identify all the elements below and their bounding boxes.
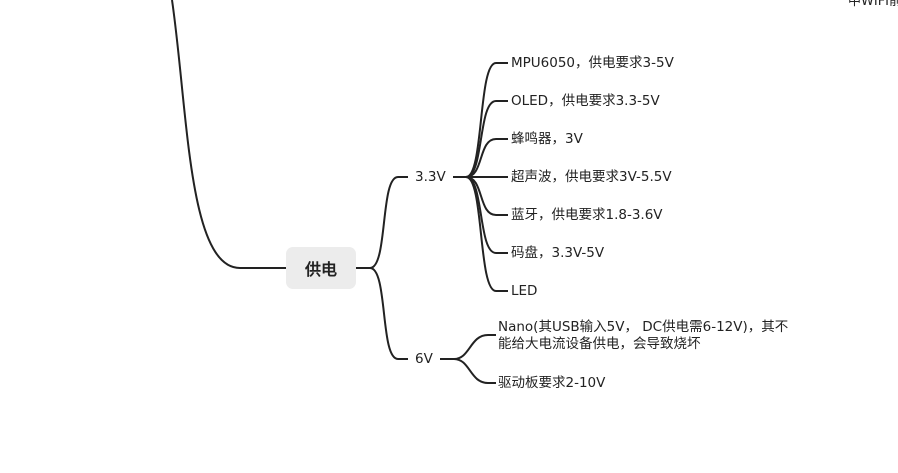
connector-parent-to-root — [171, 0, 286, 269]
leaf-node[interactable]: Nano(其USB输入5V， DC供电需6-12V)，其不能给大电流设备供电，会… — [498, 319, 789, 352]
leaf-node[interactable]: 驱动板要求2-10V — [498, 375, 606, 391]
connector-3v3-child-3 — [465, 138, 508, 178]
connector-3v3-child-2 — [465, 100, 508, 178]
clipped-node-text: 中WIFI前 — [848, 0, 898, 9]
leaf-node[interactable]: LED — [511, 283, 538, 299]
leaf-node[interactable]: 超声波，供电要求3V-5.5V — [511, 169, 672, 185]
leaf-node[interactable]: 蜂鸣器，3V — [511, 131, 583, 147]
connector-3v3-child-7 — [465, 176, 508, 292]
connector-6v-child-1 — [440, 334, 496, 360]
branch-node-3v3[interactable]: 3.3V — [415, 169, 446, 185]
leaf-node[interactable]: 蓝牙，供电要求1.8-3.6V — [511, 207, 663, 223]
connector-6v-child-2 — [453, 358, 496, 384]
branch-node-6v[interactable]: 6V — [415, 351, 433, 367]
root-node[interactable]: 供电 — [286, 247, 356, 289]
leaf-node[interactable]: OLED，供电要求3.3-5V — [511, 93, 660, 109]
connector-root-to-3v3 — [356, 176, 408, 269]
leaf-node[interactable]: MPU6050，供电要求3-5V — [511, 55, 674, 71]
root-node-label: 供电 — [304, 260, 337, 279]
leaf-node[interactable]: 码盘，3.3V-5V — [511, 245, 605, 261]
connector-root-to-6v — [369, 267, 408, 360]
